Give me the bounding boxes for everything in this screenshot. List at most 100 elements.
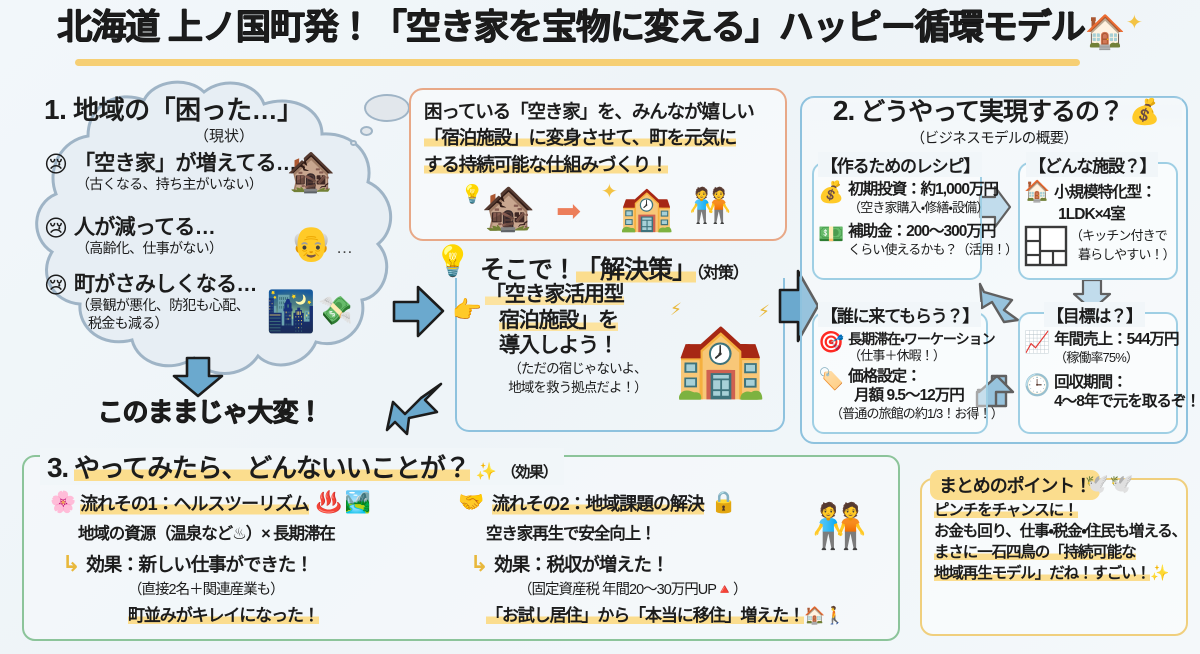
subbox-facility-items: 🏠 小規模特化型： 1LDK×4室 （キッチン付きで 暮らしやすい！） <box>1024 180 1176 272</box>
item-main: 価格設定： <box>848 368 922 386</box>
solution-text: 「空き家活用型 宿泊施設」を 導入しよう！ （ただの宿じゃないよ、 地域を救う拠… <box>485 282 670 397</box>
right-arrow-icon <box>778 269 820 343</box>
section1-number: 1. <box>44 94 67 125</box>
problem-label: 人が減ってる… <box>73 215 216 239</box>
money-bag-icon: 💰 <box>1128 98 1160 126</box>
flow-1-effect: ↳ 効果：新しい仕事ができた！ <box>62 551 370 577</box>
dark-street-illustration: 🌃 <box>266 290 316 334</box>
section1-heading: 1. 地域の「困った…」 <box>44 90 398 127</box>
sparkle-icon: ✨ <box>475 462 497 481</box>
solution-line-2: 宿泊施設」を <box>499 308 619 332</box>
solution-heading: そこで！「解決策」（対策） <box>480 256 749 284</box>
flow-1-note-2: 町並みがキレイになった！ <box>128 606 320 625</box>
item-main: 小規模特化型： <box>1054 184 1157 201</box>
goal-line-2: 「宿泊施設」に変身させて、町を元気に <box>424 127 737 149</box>
cherry-blossom-icon: 🌸 <box>50 491 76 514</box>
flow-2-head: 🤝 流れその2：地域課題の解決 🔒 <box>458 490 844 516</box>
goal-box: 困っている「空き家」を、みんなが嬉しい 「宿泊施設」に変身させて、町を元気に す… <box>409 88 787 241</box>
list-item: 🕒 回収期間： 4〜8年で元を取るぞ！ <box>1024 374 1200 411</box>
item-main: 補助金：200〜300万円 <box>848 223 996 241</box>
list-item: 📈 年間売上：544万円 （稼働率75%） <box>1024 331 1180 365</box>
list-item: 😢 町がさみしくなる… （景観が悪化、防犯も心配、 税金も減る） <box>44 273 398 332</box>
lightbulb-icon: 💡 <box>434 245 472 278</box>
problem-note: （景観が悪化、防犯も心配、 <box>75 297 250 314</box>
section1-heading-text: 地域の「困った…」 <box>73 95 303 125</box>
subbox-recipe <box>812 162 982 280</box>
subbox-audience <box>812 312 988 434</box>
flow-1-effect-text: 効果：新しい仕事ができた！ <box>86 554 313 575</box>
bar-chart-up-icon: 📈 <box>1024 331 1051 354</box>
list-item: 💵 補助金：200〜300万円 くらい使えるかも？（活用！） <box>818 223 1018 257</box>
summary-caption: まとめのポイント！ <box>930 470 1101 500</box>
down-right-arrow-icon: ↳ <box>470 551 488 576</box>
section2-heading: 2. どうやって実現するの？ 💰 <box>810 95 1182 127</box>
subbox-facility-caption: 【どんな施設？】 <box>1026 152 1159 177</box>
subbox-recipe-caption: 【作るためのレシピ】 <box>818 152 982 177</box>
cloud-shape <box>35 80 393 375</box>
problem-note: （古くなる、持ち主がいない） <box>75 176 263 193</box>
page-title-text: 北海道 上ノ国町発！「空き家を宝物に変える」ハッピー循環モデル <box>57 8 1086 47</box>
flow-2-note: （固定資産税 年間20〜30万円UP🔺） <box>518 582 747 598</box>
item-note: （仕事＋休暇！） <box>848 347 946 363</box>
flow-2-sub: 空き家再生で安全向上！ <box>486 525 657 543</box>
title-underline <box>75 59 1080 66</box>
item-main: 年間売上：544万円 <box>1054 331 1179 348</box>
sparkle-icon: ✦ <box>1126 12 1143 34</box>
down-arrow-icon <box>172 356 224 398</box>
problem-label: 「空き家」が増えてる… <box>73 152 297 175</box>
doves-icon: 🕊️🕊️ <box>1085 474 1135 495</box>
summary-line-3: まさに一石四鳥の「持続可能な <box>934 544 1137 562</box>
vacant-house-illustration: 🏚️ <box>286 150 336 194</box>
section1-subtitle: （現状） <box>193 128 254 145</box>
right-arrow-icon <box>392 285 445 338</box>
item-main: 初期投資：約1,000万円 <box>848 181 999 198</box>
hot-spring-icon: ♨️ <box>315 491 342 514</box>
transformation-illustration: 💡 🏚️ ➡ ✦ 🏫 🧑‍🤝‍🧑 <box>461 181 732 233</box>
subbox-goal <box>1018 312 1178 434</box>
section2-number: 2. <box>832 95 855 126</box>
item-note: （キッチン付きで <box>1070 228 1168 243</box>
item-main-2: 4〜8年で元を取るぞ！ <box>1054 392 1200 410</box>
solution-note-2: 地域を救う拠点だよ！） <box>508 379 648 395</box>
flow-2-effect-text: 効果：税収が増えた！ <box>494 554 669 575</box>
subbox-recipe-items: 💰 初期投資：約1,000万円 （空き家購入・修繕・設備） 💵 補助金：200〜… <box>818 178 1018 257</box>
section1-cloud: 1. 地域の「困った…」 （現状） 😢 「空き家」が増えてる… （古くなる、持ち… <box>18 76 416 406</box>
cash-in-hand-icon: 💵 <box>818 223 845 247</box>
ellipsis-dots: … <box>336 238 353 257</box>
summary-line-2: お金も回り、仕事・税金・住民も増える、 <box>934 523 1187 541</box>
section2-subtitle: （ビジネスモデルの概要） <box>910 131 1078 147</box>
safe-box-icon: 🔒 <box>710 491 737 514</box>
flow-1-head-text: 流れその1：ヘルスツーリズム <box>80 490 310 516</box>
floor-plan-icon <box>1024 225 1068 272</box>
problem-label: 町がさみしくなる… <box>73 273 257 297</box>
house-icon: 🏠 <box>804 606 825 625</box>
solution-note-1: （ただの宿じゃないよ、 <box>508 360 647 376</box>
guesthouse-illustration: ⚡ ⚡ 🏫 <box>670 300 770 400</box>
section3-heading-text: やってみたら、どんないいことが？ <box>73 453 471 483</box>
clock-recycle-icon: 🕒 <box>1024 374 1051 398</box>
down-left-arrow-icon <box>385 382 443 436</box>
money-bag-hammer-icon: 💰 <box>818 181 845 204</box>
item-main: 回収期間： <box>1054 374 1128 392</box>
subbox-audience-items: 🎯 長期滞在・ワーケーション （仕事＋休暇！） 🏷️ 価格設定： 月額 9.5〜… <box>818 328 1004 421</box>
up-left-arrow-icon <box>978 282 1020 324</box>
problem-note: （高齢化、仕事がない） <box>75 239 223 256</box>
nature-park-icon: 🏞️ <box>344 491 371 514</box>
list-item: 🎯 長期滞在・ワーケーション （仕事＋休暇！） <box>818 331 996 363</box>
subbox-audience-caption: 【誰に来てもらう？】 <box>818 302 982 327</box>
flow-2-note-2: 「お試し居住」から「本当に移住」増えた！🏠🚶 <box>486 606 845 625</box>
flow-2: 🤝 流れその2：地域課題の解決 🔒 空き家再生で安全向上！ ↳ 効果：税収が増え… <box>458 490 845 626</box>
target-dart-icon: 🎯 <box>818 331 845 354</box>
section1-conclusion: このままじゃ大変！ <box>97 397 323 427</box>
solution-line-1: 「空き家活用型 <box>485 283 625 306</box>
walking-person-icon: 🚶 <box>824 606 845 625</box>
item-note: （空き家購入・修繕・設備） <box>848 199 989 215</box>
item-main: 長期滞在・ワーケーション <box>848 331 995 347</box>
goal-line-1: 困っている「空き家」を、みんなが嬉しい <box>424 101 755 122</box>
goal-line-3: する持続可能な仕組みづくり！ <box>424 153 669 175</box>
flow-1-sub: 地域の資源（温泉など♨）× 長期滞在 <box>78 525 336 543</box>
summary-line-1: ピンチをチャンスに！ <box>934 502 1079 519</box>
sad-face-icon: 😢 <box>44 214 68 241</box>
happy-couple-illustration: 🧑‍🤝‍🧑 <box>812 502 867 551</box>
flow-1-note: （直接2名＋関連産業も） <box>128 582 285 598</box>
